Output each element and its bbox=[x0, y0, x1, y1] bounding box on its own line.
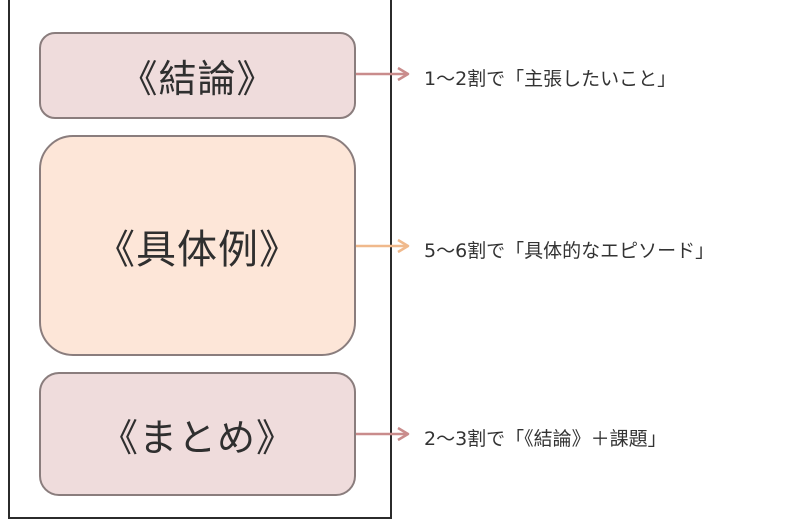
arrow-summary-icon bbox=[356, 426, 410, 442]
summary-box: 《まとめ》 bbox=[39, 372, 356, 496]
summary-note: 2〜3割で「《結論》＋課題」 bbox=[424, 428, 667, 450]
outline-frame bbox=[8, 0, 392, 519]
arrow-example-icon bbox=[356, 238, 410, 254]
summary-label: 《まとめ》 bbox=[99, 415, 295, 460]
conclusion-note: 1〜2割で「主張したいこと」 bbox=[424, 68, 677, 90]
conclusion-label: 《結論》 bbox=[119, 57, 276, 101]
example-box: 《具体例》 bbox=[39, 135, 356, 356]
example-note: 5〜6割で「具体的なエピソード」 bbox=[424, 240, 715, 262]
example-label: 《具体例》 bbox=[95, 226, 300, 273]
arrow-conclusion-icon bbox=[356, 66, 410, 82]
conclusion-box: 《結論》 bbox=[39, 32, 356, 119]
